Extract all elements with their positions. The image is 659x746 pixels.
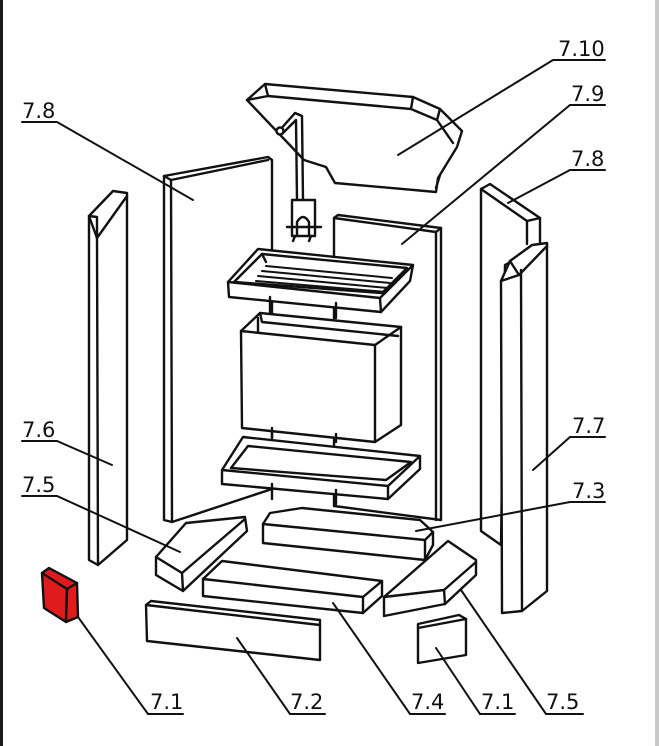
callout-7-9: 7.9 (571, 82, 604, 106)
part-rear-floor-brick[interactable] (261, 506, 435, 562)
part-small-block-right[interactable] (416, 613, 468, 665)
callout-7-10: 7.10 (558, 37, 605, 61)
callout-labels: 7.10 7.9 7.8 7.8 7.6 7.7 7.5 7.5 7.3 7.4… (22, 37, 605, 714)
part-grate-tray[interactable] (226, 247, 415, 320)
leader-7-6 (21, 440, 113, 466)
callout-7-1-right: 7.1 (481, 690, 514, 714)
leader-7-10 (397, 59, 606, 156)
callout-7-2: 7.2 (290, 690, 323, 714)
part-small-block-left-highlighted[interactable] (40, 566, 80, 624)
leader-7-5-left (21, 495, 181, 553)
callout-7-8-left: 7.8 (22, 99, 55, 123)
part-right-floor-corner-brick[interactable] (382, 539, 478, 618)
part-top-baffle[interactable] (245, 82, 464, 194)
leader-7-8-right (507, 169, 606, 204)
image-border-right (655, 0, 659, 746)
part-front-left-side-brick[interactable] (87, 189, 129, 567)
callout-7-8-right: 7.8 (571, 147, 604, 171)
leader-7-1-left (77, 616, 184, 715)
leader-7-7 (532, 436, 606, 471)
grate-bars (255, 265, 393, 293)
part-left-floor-corner-brick[interactable] (154, 515, 249, 593)
leader-7-9 (401, 104, 606, 245)
part-firebox-block[interactable] (239, 311, 403, 444)
leader-7-1-right (435, 647, 516, 715)
callout-7-1-left: 7.1 (150, 690, 183, 714)
leader-7-5-right (460, 589, 584, 715)
leader-7-3 (415, 501, 606, 532)
part-front-right-side-brick[interactable] (499, 241, 549, 615)
callout-7-5-left: 7.5 (22, 473, 55, 497)
leader-7-8-left (21, 121, 194, 201)
part-ash-tray[interactable] (220, 426, 422, 506)
callout-7-7: 7.7 (572, 414, 605, 438)
leader-lines (21, 59, 606, 715)
callout-7-6: 7.6 (22, 418, 55, 442)
part-front-floor-brick[interactable] (144, 599, 322, 662)
callout-7-3: 7.3 (572, 479, 605, 503)
leader-7-2 (236, 637, 326, 715)
leader-7-4 (332, 602, 446, 715)
part-middle-floor-brick[interactable] (201, 559, 384, 615)
part-hook-bracket[interactable] (275, 111, 323, 243)
image-border-left (0, 0, 3, 746)
callout-7-5-right: 7.5 (546, 690, 579, 714)
callout-7-4: 7.4 (411, 690, 444, 714)
